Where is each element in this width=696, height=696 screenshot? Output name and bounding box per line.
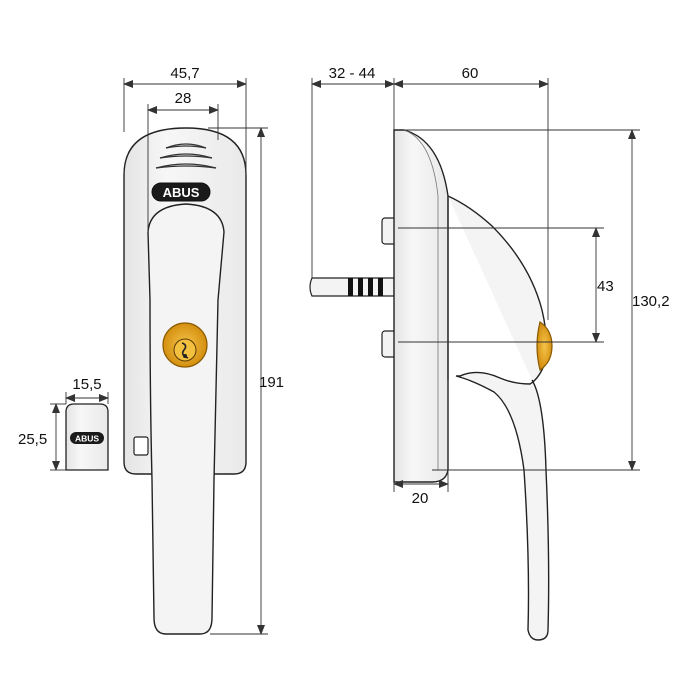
label-height-total: 191 (259, 374, 284, 391)
spindle (309, 277, 395, 297)
label-width-total: 45,7 (170, 65, 199, 82)
label-screw-spacing: 43 (597, 278, 614, 295)
label-cap-width: 15,5 (72, 376, 101, 393)
dim-cap-width: 15,5 (65, 376, 109, 404)
front-view: ABUS 45,7 28 (123, 65, 284, 635)
front-handle-lever (147, 203, 225, 635)
dim-front-width-inner: 28 (147, 90, 219, 232)
label-depth: 60 (462, 65, 479, 82)
cap-view: ABUS 15,5 25,5 (18, 376, 109, 471)
label-base-thickness: 20 (412, 490, 429, 507)
label-cap-height: 25,5 (18, 431, 47, 448)
side-base-body (393, 129, 449, 483)
release-button (133, 436, 149, 456)
lock-cylinder-front (162, 322, 208, 368)
dim-spindle-length: 32 - 44 (311, 65, 395, 278)
dim-screw-spacing: 43 (398, 227, 614, 343)
vent-slots (155, 143, 217, 169)
abus-logo-front: ABUS (151, 182, 211, 202)
dim-base-thickness: 20 (393, 470, 449, 507)
abus-logo-cap: ABUS (70, 432, 104, 444)
dim-front-height: 191 (208, 127, 284, 635)
dim-base-height: 130,2 (404, 129, 670, 471)
lock-cylinder-side (536, 321, 553, 371)
label-width-inner: 28 (175, 90, 192, 107)
dim-front-width-total: 45,7 (123, 65, 247, 175)
label-spindle-length: 32 - 44 (329, 65, 376, 82)
label-base-height: 130,2 (632, 293, 670, 310)
side-view: 32 - 44 60 43 130,2 20 (309, 65, 670, 641)
svg-text:ABUS: ABUS (75, 434, 99, 444)
svg-text:ABUS: ABUS (163, 185, 200, 200)
dim-side-depth: 60 (393, 65, 549, 320)
side-handle-profile (447, 195, 550, 641)
dim-cap-height: 25,5 (18, 403, 66, 471)
